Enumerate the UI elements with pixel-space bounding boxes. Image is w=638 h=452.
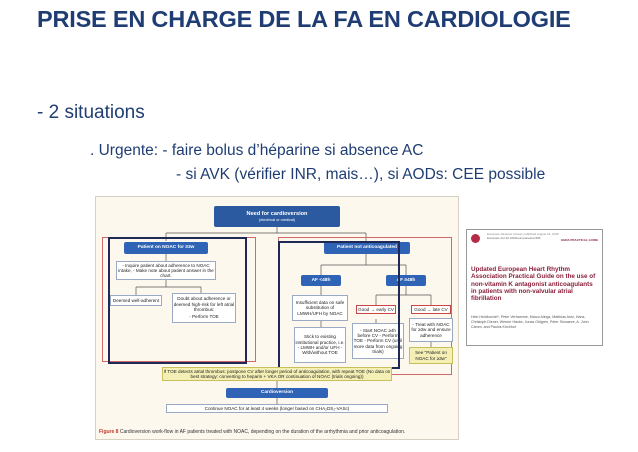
flow-root-box: Need for cardioversion (electrical or me… <box>214 206 340 227</box>
highlight-frame-left <box>108 237 247 364</box>
left-header-box: Patient on NOAC for ≥3w <box>124 242 208 254</box>
left-info-box: - Inquire patient about adherence to NOA… <box>116 261 216 280</box>
figure-caption: Figure 8 Cardioversion work-flow in AF p… <box>99 429 405 435</box>
cover-badge: EHRA PRACTICAL GUIDE <box>561 238 598 242</box>
toe-thrombus-note: If TOE detects atrial thrombus: postpone… <box>162 367 392 381</box>
flowchart-figure: Need for cardioversion (electrical or me… <box>95 196 459 440</box>
treat-noac-box: - Treat with NOAC for ≥3w and ensure adh… <box>409 318 453 342</box>
late-cv-box: Good → late CV <box>411 305 451 314</box>
slide-title: PRISE EN CHARGE DE LA FA EN CARDIOLOGIE <box>37 6 571 32</box>
insufficient-data-box: Insufficient data on safe substitution o… <box>292 295 348 321</box>
text-urgent-line: . Urgente: - faire bolus d’héparine si a… <box>90 142 424 159</box>
cardioversion-box: Cardioversion <box>226 388 328 398</box>
see-patient-noac-box: See "Patient on NOAC for ≥3w" <box>409 347 453 364</box>
flow-root-sub: (electrical or medical) <box>258 217 296 222</box>
guideline-cover-thumbnail: Europace Advance Access published August… <box>466 229 603 346</box>
left-doubt-toe: - Perform TOE <box>189 314 219 320</box>
left-doubt-box: Doubt about adherence or deemed high-ris… <box>172 293 236 323</box>
flow-root-label: Need for cardioversion <box>246 211 308 218</box>
figure-caption-label: Figure 8 <box>99 429 119 435</box>
cover-journal: Europace doi:10.1093/europace/euv309 <box>487 236 541 240</box>
continue-noac-box: Continue NOAC for at least 4 weeks (long… <box>166 404 388 413</box>
af-lt48-box: AF <48h <box>301 275 341 286</box>
cover-title: Updated European Heart Rhythm Associatio… <box>471 266 596 303</box>
text-avk-line: - si AVK (vérifier INR, mais…), si AODs:… <box>176 166 546 183</box>
left-doubt-text: Doubt about adherence or deemed high-ris… <box>173 296 235 312</box>
bullet-situations: - 2 situations <box>37 102 145 123</box>
early-cv-box: Good → early CV <box>356 305 396 314</box>
start-noac-box: - Start NOAC ≥4h before CV - Perform TOE… <box>352 323 404 359</box>
institutional-practice-box: Stick to existing institutional practice… <box>294 327 346 363</box>
left-adherent-box: Deemed well-adherent <box>110 295 162 306</box>
right-header-box: Patient not anticoagulated <box>324 242 410 254</box>
flowchart-connectors <box>135 227 432 404</box>
cover-authors: Hein Heidbuchel*, Peter Verhamme, Marco … <box>471 315 589 329</box>
cover-epub-line: Europace Advance Access published August… <box>487 232 559 236</box>
journal-logo-icon <box>471 234 480 243</box>
af-ge48-box: AF ≥48h <box>386 275 426 286</box>
figure-caption-text: Cardioversion work-flow in AF patients t… <box>119 429 406 435</box>
highlight-frame-right <box>278 241 400 369</box>
